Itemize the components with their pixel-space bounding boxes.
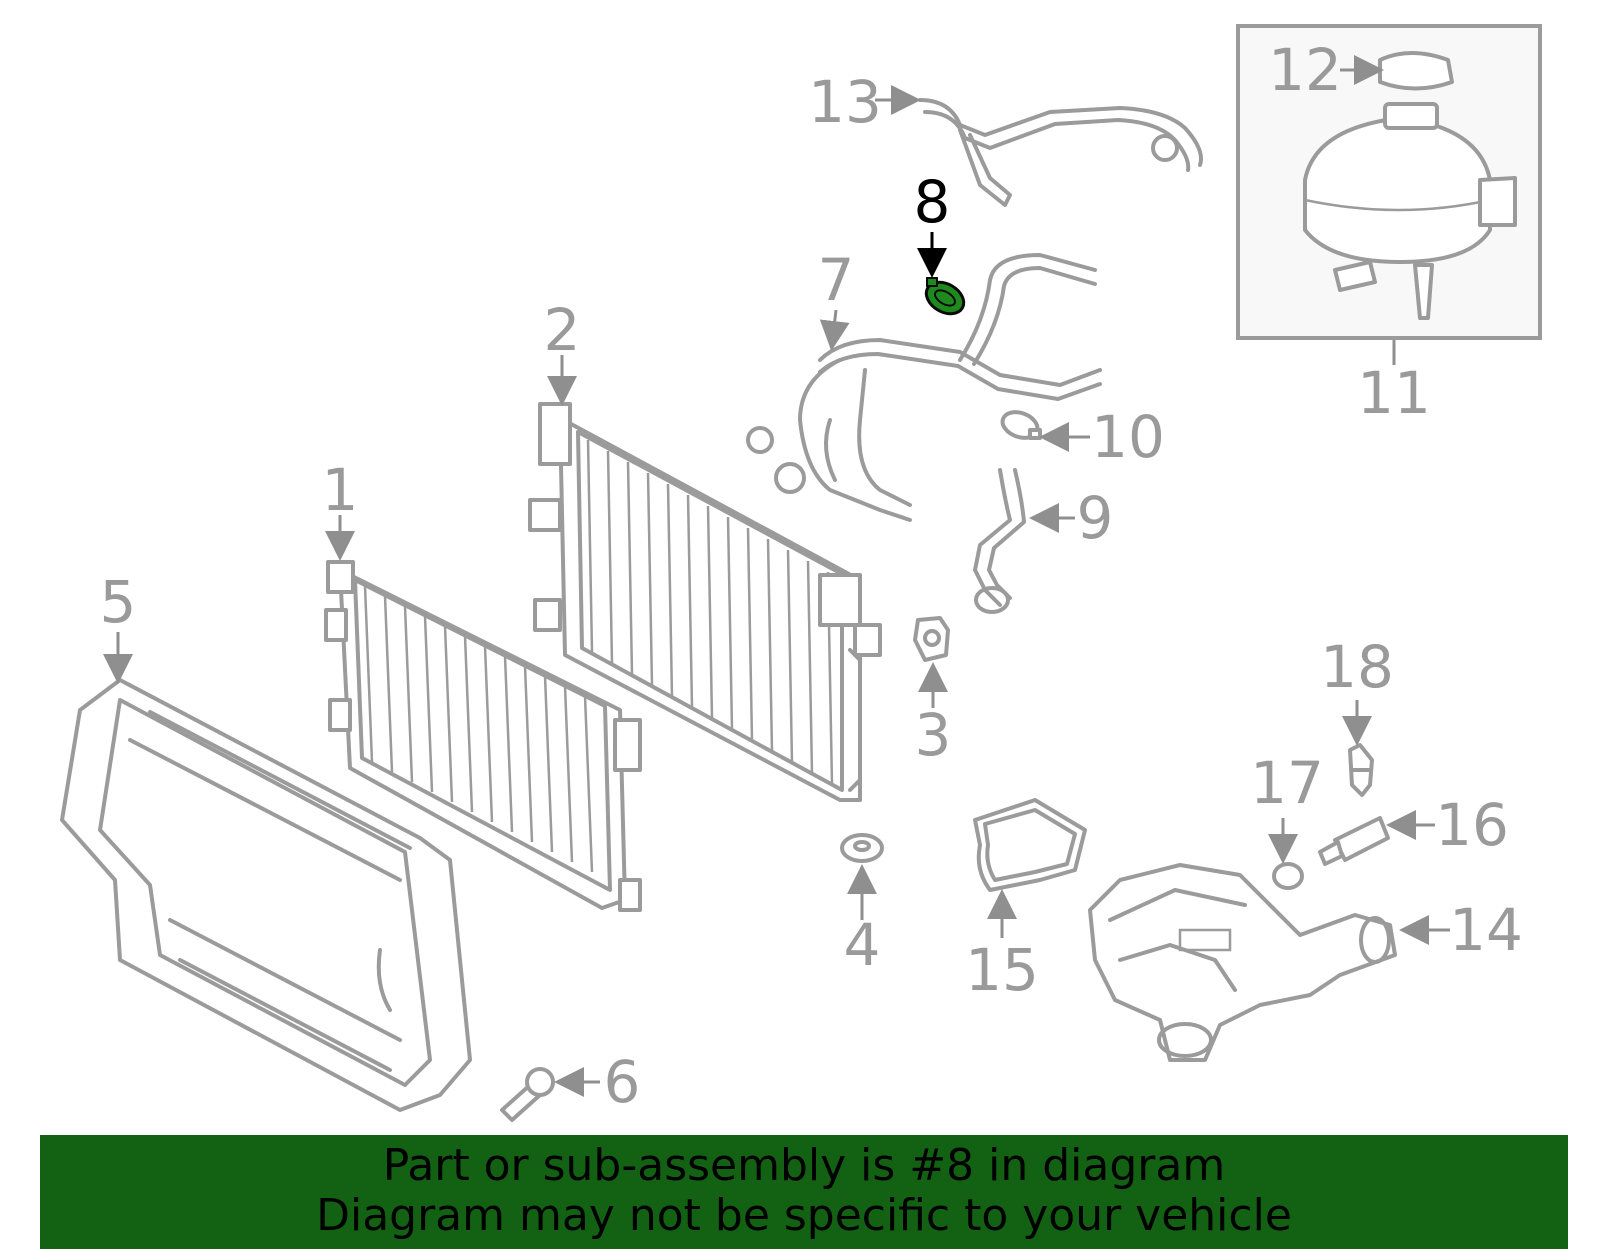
part-7-hose-assembly[interactable] (746, 253, 1102, 522)
callout-16: 16 (1435, 791, 1509, 859)
part-14-thermostat-housing[interactable] (1088, 863, 1397, 1062)
callout-11: 11 (1357, 359, 1431, 427)
part-18-clip[interactable] (1348, 743, 1374, 797)
callout-5: 5 (100, 568, 137, 636)
callout-10: 10 (1091, 403, 1165, 471)
part-13-hose[interactable] (918, 98, 1203, 207)
part-12-cap[interactable] (1378, 51, 1454, 91)
callout-4: 4 (844, 911, 881, 979)
notice-line-1: Part or sub-assembly is #8 in diagram (382, 1140, 1226, 1191)
part-15-gasket[interactable] (973, 798, 1087, 892)
part-8-hose-clamp[interactable] (921, 276, 970, 320)
part-2-radiator[interactable] (528, 402, 882, 802)
part-3-bracket[interactable] (913, 616, 950, 662)
callout-labels: 1 2 3 4 5 6 7 8 9 10 11 12 13 14 15 16 1… (100, 36, 1523, 1116)
callout-13: 13 (808, 68, 882, 136)
callout-18: 18 (1320, 633, 1394, 701)
callout-8: 8 (914, 168, 951, 236)
callout-17: 17 (1250, 749, 1324, 817)
callout-6: 6 (604, 1048, 641, 1116)
callout-1: 1 (322, 456, 359, 524)
callout-3: 3 (915, 701, 952, 769)
leader-arrows (103, 55, 1450, 1097)
notice-line-2: Diagram may not be specific to your vehi… (316, 1190, 1292, 1241)
part-4-grommet[interactable] (840, 833, 884, 863)
diagram-notice-banner: Part or sub-assembly is #8 in diagram Di… (40, 1135, 1568, 1249)
part-1-condenser[interactable] (324, 560, 642, 912)
callout-15: 15 (965, 936, 1039, 1004)
callout-14: 14 (1449, 896, 1523, 964)
part-17-o-ring[interactable] (1272, 862, 1304, 890)
callout-2: 2 (544, 296, 581, 364)
callout-12: 12 (1268, 36, 1342, 104)
part-9-hose[interactable] (973, 468, 1026, 614)
part-5-air-deflector[interactable] (60, 678, 472, 1112)
part-16-sensor[interactable] (1318, 816, 1390, 866)
callout-9: 9 (1077, 484, 1114, 552)
callout-7: 7 (818, 246, 855, 314)
part-6-bolt[interactable] (500, 1067, 555, 1122)
part-10-clamp[interactable] (999, 408, 1042, 443)
